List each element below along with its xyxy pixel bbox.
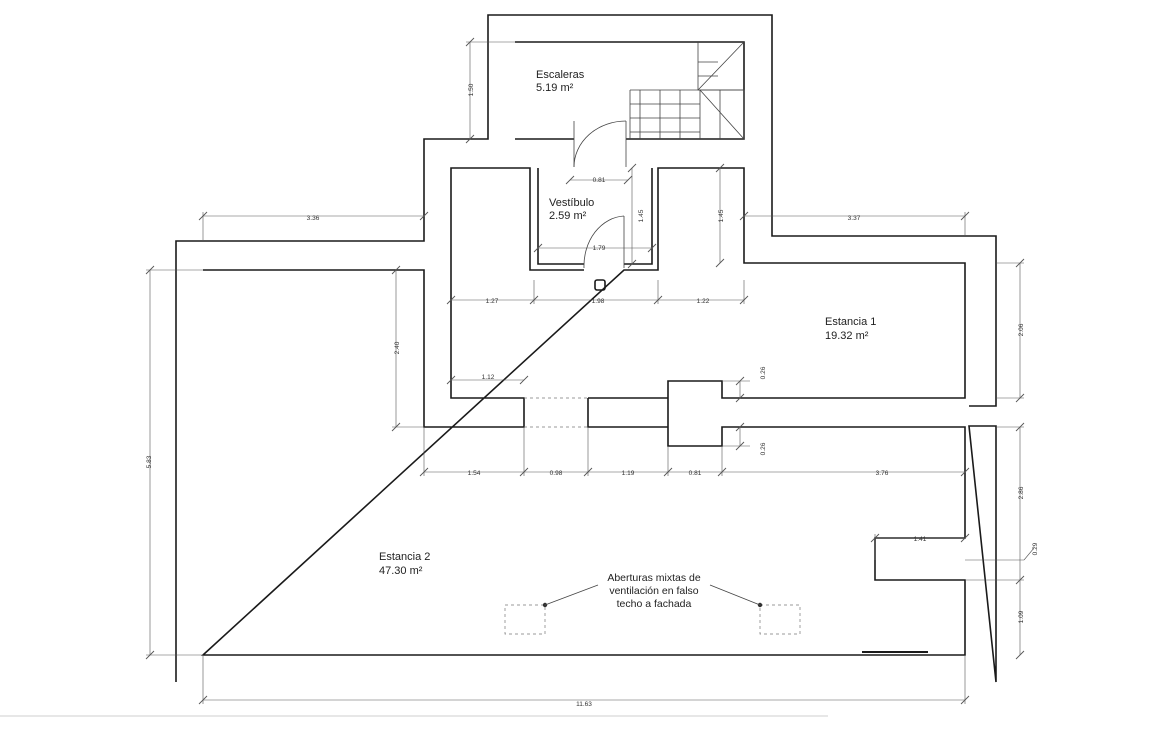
partition-wall <box>587 397 668 428</box>
dim-label: 1.98 <box>592 298 605 305</box>
dim-label: 3.36 <box>307 215 320 222</box>
note-line2: ventilación en falso <box>609 585 698 597</box>
dim-label: 2.86 <box>1018 486 1025 499</box>
room-vestibulo-area: 2.59 m² <box>549 210 587 222</box>
vestibulo-wall <box>537 168 653 265</box>
dimension-lines <box>145 37 1035 705</box>
dim-label: 1.79 <box>593 245 606 252</box>
column <box>594 279 606 291</box>
dim-label: 3.76 <box>876 470 889 477</box>
door-vestibulo-bottom <box>583 215 625 269</box>
room-estancia1-name: Estancia 1 <box>825 316 876 328</box>
ventilation-box-left <box>504 604 546 635</box>
dim-label: 1.41 <box>914 536 927 543</box>
room-estancia2-name: Estancia 2 <box>379 551 430 563</box>
dim-label: 11.63 <box>576 701 592 708</box>
room-estancia2-area: 47.30 m² <box>379 565 423 577</box>
dim-label: 1.12 <box>482 374 495 381</box>
dim-label: 0.29 <box>1032 542 1039 555</box>
dim-label: 3.37 <box>848 215 861 222</box>
stairs <box>629 41 745 140</box>
dim-label: 2.06 <box>1018 323 1025 336</box>
dim-label: 0.81 <box>689 470 702 477</box>
dim-label: 1.50 <box>468 83 475 96</box>
dim-label: 1.22 <box>697 298 710 305</box>
dim-label: 1.09 <box>1018 610 1025 623</box>
dim-label: 0.81 <box>593 177 606 184</box>
dim-label: 5.83 <box>146 455 153 468</box>
dim-label: 2.40 <box>394 341 401 354</box>
dim-label: 0.98 <box>550 470 563 477</box>
leader-right <box>709 584 761 606</box>
dim-label: 1.27 <box>486 298 499 305</box>
note-line1: Aberturas mixtas de <box>607 572 701 584</box>
dim-label: 1.54 <box>468 470 481 477</box>
dim-label: 0.26 <box>760 442 767 455</box>
note-line3: techo a fachada <box>617 598 692 610</box>
dim-label: 1.45 <box>638 209 645 222</box>
leader-left <box>544 584 599 606</box>
room-escaleras-area: 5.19 m² <box>536 82 574 94</box>
room-escaleras-name: Escaleras <box>536 69 585 81</box>
ventilation-box-right <box>759 604 801 635</box>
door-vestibulo-top <box>573 120 627 168</box>
room-vestibulo-name: Vestíbulo <box>549 197 594 209</box>
dim-label: 1.45 <box>718 209 725 222</box>
dim-label: 1.19 <box>622 470 635 477</box>
room-estancia1-area: 19.32 m² <box>825 330 869 342</box>
exterior-wall-outline <box>175 14 997 683</box>
dim-label: 0.26 <box>760 366 767 379</box>
